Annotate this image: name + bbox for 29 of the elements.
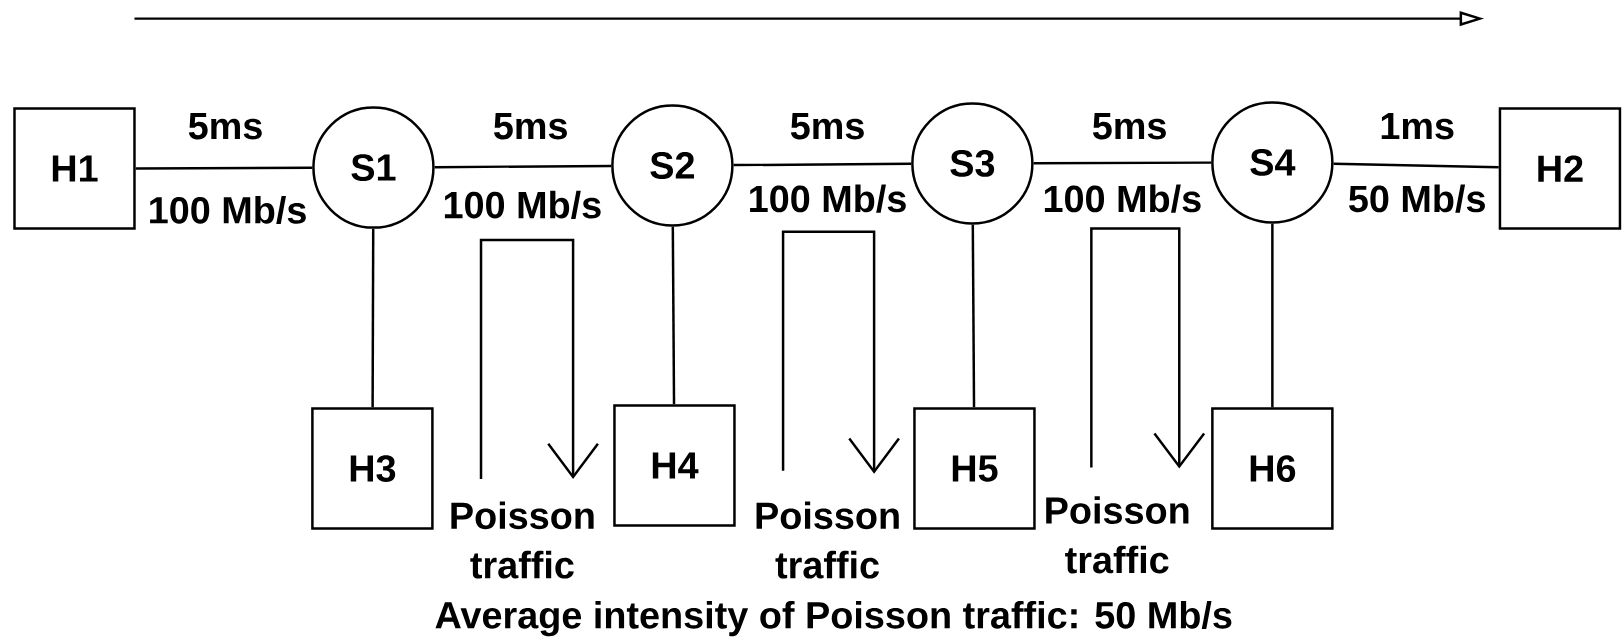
edge-label: 5ms <box>1090 111 1169 141</box>
rate-label: 50 Mb/s <box>1349 184 1485 213</box>
link-line <box>671 226 676 405</box>
host-box: H4 <box>613 404 736 527</box>
rate-label: 100 Mb/s <box>750 184 906 213</box>
link-line <box>1033 161 1212 165</box>
link-line <box>371 228 375 408</box>
edge-label: 5ms <box>491 111 570 141</box>
rate-label: 100 Mb/s <box>150 195 306 224</box>
host-box: H2 <box>1498 107 1622 230</box>
link-line <box>1271 223 1274 408</box>
rate-label: 100 Mb/s <box>1044 184 1201 213</box>
host-box: H1 <box>13 107 136 230</box>
note: Average intensity of Poisson traffic: 50 Mb/s <box>435 600 1232 637</box>
edge-label: 5ms <box>788 111 867 141</box>
link-line <box>733 162 912 167</box>
traffic-note: Poisson traffic <box>1046 496 1189 574</box>
host-box: H6 <box>1211 407 1334 530</box>
link-line <box>1333 162 1499 169</box>
link-line <box>434 164 612 169</box>
traffic-note: Poisson traffic <box>451 501 594 579</box>
host-box: H3 <box>311 407 434 530</box>
rate-label: 100 Mb/s <box>444 190 601 219</box>
link-line <box>971 224 976 408</box>
link-line <box>135 166 313 170</box>
host-box: H5 <box>913 407 1036 530</box>
edge-label: 5ms <box>186 111 265 141</box>
edge-label: 1ms <box>1377 111 1457 141</box>
traffic-note: Poisson traffic <box>756 501 899 579</box>
